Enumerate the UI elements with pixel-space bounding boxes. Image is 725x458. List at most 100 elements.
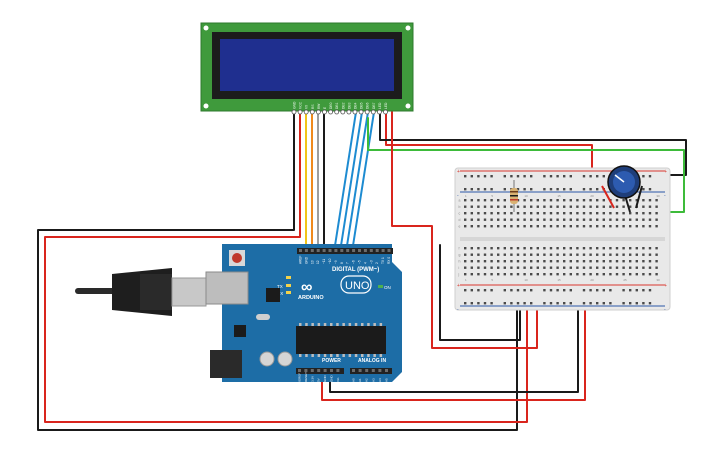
- bb-hole[interactable]: [596, 205, 599, 208]
- power-pin[interactable]: [336, 369, 340, 372]
- bb-hole[interactable]: [655, 205, 658, 208]
- bb-hole[interactable]: [655, 247, 658, 250]
- bb-hole[interactable]: [602, 253, 605, 256]
- bb-hole[interactable]: [609, 218, 612, 221]
- wire-blue-db6[interactable]: [345, 111, 369, 253]
- bb-hole[interactable]: [503, 273, 506, 276]
- bb-hole[interactable]: [569, 225, 572, 228]
- bb-hole[interactable]: [609, 266, 612, 269]
- bb-hole[interactable]: [602, 199, 605, 202]
- bb-hole[interactable]: [596, 260, 599, 263]
- bb-hole[interactable]: [569, 266, 572, 269]
- lcd-pin[interactable]: [376, 109, 382, 115]
- bb-hole[interactable]: [477, 260, 480, 263]
- bb-hole[interactable]: [483, 260, 487, 263]
- bb-hole[interactable]: [490, 225, 493, 228]
- bb-rail-hole[interactable]: [596, 175, 599, 178]
- bb-hole[interactable]: [530, 253, 533, 256]
- bb-hole[interactable]: [629, 199, 632, 202]
- power-pin[interactable]: [304, 369, 308, 372]
- bb-hole[interactable]: [536, 212, 539, 215]
- wire-red-lcd-vcc[interactable]: [44, 111, 528, 423]
- bb-rail-hole[interactable]: [563, 302, 566, 305]
- digital-pin[interactable]: [299, 249, 302, 252]
- bb-hole[interactable]: [563, 253, 566, 256]
- bb-hole[interactable]: [497, 253, 500, 256]
- bb-rail-hole[interactable]: [483, 188, 487, 191]
- bb-hole[interactable]: [490, 260, 493, 263]
- bb-hole[interactable]: [497, 205, 500, 208]
- bb-hole[interactable]: [483, 205, 487, 208]
- bb-hole[interactable]: [556, 260, 559, 263]
- power-pin[interactable]: [310, 369, 314, 372]
- bb-hole[interactable]: [556, 247, 559, 250]
- bb-hole[interactable]: [576, 212, 579, 215]
- bb-hole[interactable]: [563, 212, 566, 215]
- bb-hole[interactable]: [549, 199, 553, 202]
- bb-rail-hole[interactable]: [510, 302, 513, 305]
- bb-hole[interactable]: [523, 260, 526, 263]
- lcd-pin[interactable]: [358, 109, 364, 115]
- bb-hole[interactable]: [589, 225, 592, 228]
- wire-black-led-minus[interactable]: [379, 111, 687, 176]
- bb-rail-hole[interactable]: [569, 289, 572, 292]
- bb-rail-hole[interactable]: [503, 188, 506, 191]
- bb-hole[interactable]: [464, 225, 467, 228]
- bb-hole[interactable]: [523, 212, 526, 215]
- analog-pin[interactable]: [378, 369, 382, 372]
- bb-hole[interactable]: [503, 253, 506, 256]
- bb-hole[interactable]: [648, 199, 652, 202]
- bb-hole[interactable]: [523, 273, 526, 276]
- bb-hole[interactable]: [596, 273, 599, 276]
- bb-rail-hole[interactable]: [530, 302, 533, 305]
- bb-hole[interactable]: [549, 212, 553, 215]
- bb-hole[interactable]: [483, 273, 487, 276]
- bb-hole[interactable]: [483, 225, 487, 228]
- bb-rail-hole[interactable]: [629, 302, 632, 305]
- bb-hole[interactable]: [629, 247, 632, 250]
- bb-rail-hole[interactable]: [516, 188, 520, 191]
- bb-hole[interactable]: [648, 205, 652, 208]
- bb-hole[interactable]: [483, 218, 487, 221]
- bb-hole[interactable]: [629, 273, 632, 276]
- bb-hole[interactable]: [490, 273, 493, 276]
- bb-hole[interactable]: [530, 273, 533, 276]
- bb-rail-hole[interactable]: [543, 302, 546, 305]
- bb-hole[interactable]: [536, 225, 539, 228]
- bb-rail-hole[interactable]: [582, 302, 586, 305]
- bb-rail-hole[interactable]: [563, 289, 566, 292]
- bb-hole[interactable]: [629, 225, 632, 228]
- digital-pin[interactable]: [304, 249, 308, 252]
- bb-hole[interactable]: [510, 225, 513, 228]
- bb-hole[interactable]: [655, 253, 658, 256]
- lcd-pin[interactable]: [297, 109, 303, 115]
- bb-hole[interactable]: [629, 205, 632, 208]
- power-pin[interactable]: [298, 369, 301, 372]
- bb-hole[interactable]: [596, 225, 599, 228]
- bb-hole[interactable]: [490, 247, 493, 250]
- bb-hole[interactable]: [510, 273, 513, 276]
- bb-hole[interactable]: [549, 266, 553, 269]
- lcd-pin[interactable]: [364, 109, 370, 115]
- bb-hole[interactable]: [549, 205, 553, 208]
- bb-rail-hole[interactable]: [549, 175, 553, 178]
- bb-hole[interactable]: [536, 218, 539, 221]
- bb-hole[interactable]: [615, 247, 619, 250]
- bb-rail-hole[interactable]: [549, 302, 553, 305]
- analog-pin[interactable]: [352, 369, 355, 372]
- bb-hole[interactable]: [464, 212, 467, 215]
- bb-hole[interactable]: [629, 253, 632, 256]
- bb-hole[interactable]: [516, 225, 520, 228]
- bb-hole[interactable]: [503, 266, 506, 269]
- bb-hole[interactable]: [596, 212, 599, 215]
- bb-hole[interactable]: [635, 199, 638, 202]
- bb-hole[interactable]: [523, 205, 526, 208]
- bb-rail-hole[interactable]: [464, 302, 467, 305]
- bb-rail-hole[interactable]: [556, 302, 559, 305]
- bb-hole[interactable]: [655, 225, 658, 228]
- bb-hole[interactable]: [642, 260, 645, 263]
- bb-hole[interactable]: [602, 260, 605, 263]
- bb-hole[interactable]: [629, 266, 632, 269]
- bb-rail-hole[interactable]: [470, 289, 473, 292]
